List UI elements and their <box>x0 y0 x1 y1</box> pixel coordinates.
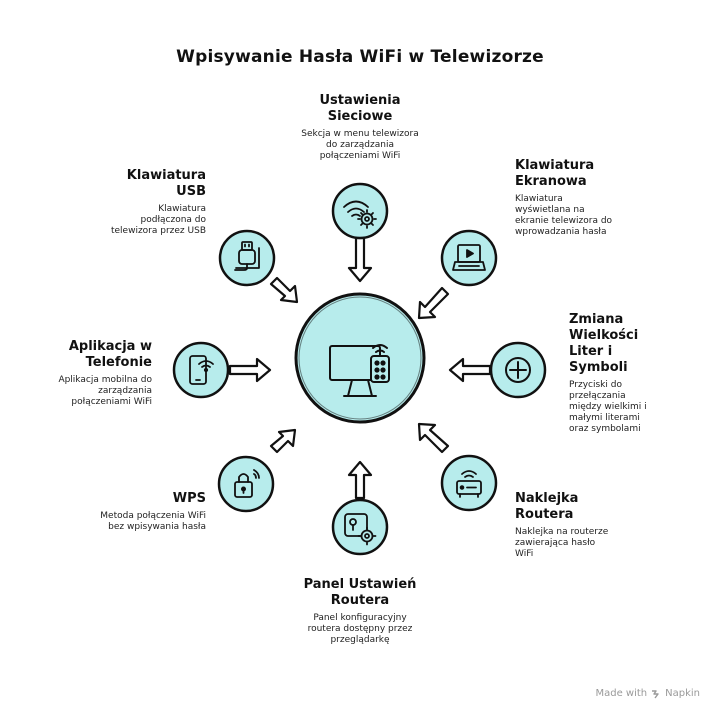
node-desc: Klawiatura podłączona do telewizora prze… <box>110 204 206 236</box>
node-title: Naklejka Routera <box>515 491 579 522</box>
label-usb: Klawiatura USB Klawiatura podłączona do … <box>108 168 206 237</box>
diagram-title: Wpisywanie Hasła WiFi w Telewizorze <box>176 47 544 67</box>
node-desc: Sekcja w menu telewizora do zarządzania … <box>301 129 419 161</box>
footer-brand: Napkin <box>665 688 700 699</box>
node-desc: Przyciski do przełączania między wielkim… <box>569 380 647 434</box>
node-wps <box>217 455 275 513</box>
node-desc: Klawiatura wyświetlana na ekranie telewi… <box>515 194 613 237</box>
arrow-usb <box>269 276 299 304</box>
label-aplikacja: Aplikacja w Telefonie Aplikacja mobilna … <box>50 339 152 408</box>
laptop-screen-icon <box>452 244 486 271</box>
smart-tv-icon <box>329 344 390 397</box>
usb-plug-icon <box>234 241 260 271</box>
arrow-aplikacja <box>228 357 272 383</box>
node-ustawienia <box>331 182 389 240</box>
node-title: Panel Ustawień Routera <box>303 577 417 608</box>
arrow-zmiana <box>448 357 492 383</box>
node-naklejka <box>440 454 498 512</box>
footer-made-with: Made with <box>595 688 648 699</box>
node-usb <box>218 229 276 287</box>
phone-wifi-icon <box>189 355 214 385</box>
arrow-klawiatura-ekranowa <box>417 286 450 320</box>
node-panel <box>331 498 389 556</box>
plus-circle-icon <box>505 357 531 383</box>
node-aplikacja <box>172 341 230 399</box>
node-desc: Panel konfiguracyjny routera dostępny pr… <box>307 613 413 645</box>
node-desc: Aplikacja mobilna do zarządzania połącze… <box>58 375 152 407</box>
label-wps: WPS Metoda połączenia WiFi bez wpisywani… <box>100 491 206 533</box>
router-settings-icon <box>344 513 377 546</box>
label-klawiatura-ekranowa: Klawiatura Ekranowa Klawiatura wyświetla… <box>515 158 615 238</box>
node-desc: Naklejka na routerze zawierająca hasło W… <box>515 527 609 559</box>
node-title: Ustawienia Sieciowe <box>319 93 401 124</box>
node-desc: Metoda połączenia WiFi bez wpisywania ha… <box>100 511 206 532</box>
node-title: Klawiatura USB <box>126 168 206 199</box>
arrow-ustawienia <box>347 236 373 283</box>
node-title: Zmiana Wielkości Liter i Symboli <box>569 312 639 375</box>
label-zmiana: Zmiana Wielkości Liter i Symboli Przycis… <box>569 312 657 435</box>
label-panel: Panel Ustawień Routera Panel konfiguracy… <box>300 577 420 646</box>
label-ustawienia: Ustawienia Sieciowe Sekcja w menu telewi… <box>300 93 420 162</box>
arrow-naklejka <box>417 422 450 454</box>
label-naklejka: Naklejka Routera Naklejka na routerze za… <box>515 491 610 560</box>
napkin-logo-icon <box>652 689 659 698</box>
wifi-lock-icon <box>234 469 260 498</box>
node-title: Klawiatura Ekranowa <box>515 158 595 189</box>
wifi-gear-icon <box>343 200 377 229</box>
arrow-wps <box>269 428 297 454</box>
center-node <box>294 292 426 424</box>
node-title: Aplikacja w Telefonie <box>68 339 152 370</box>
router-icon <box>456 470 482 498</box>
node-zmiana <box>489 341 547 399</box>
node-klawiatura-ekranowa <box>440 229 498 287</box>
footer-credit: Made with Napkin <box>595 688 700 699</box>
node-title: WPS <box>172 491 206 506</box>
arrow-panel <box>347 460 373 500</box>
